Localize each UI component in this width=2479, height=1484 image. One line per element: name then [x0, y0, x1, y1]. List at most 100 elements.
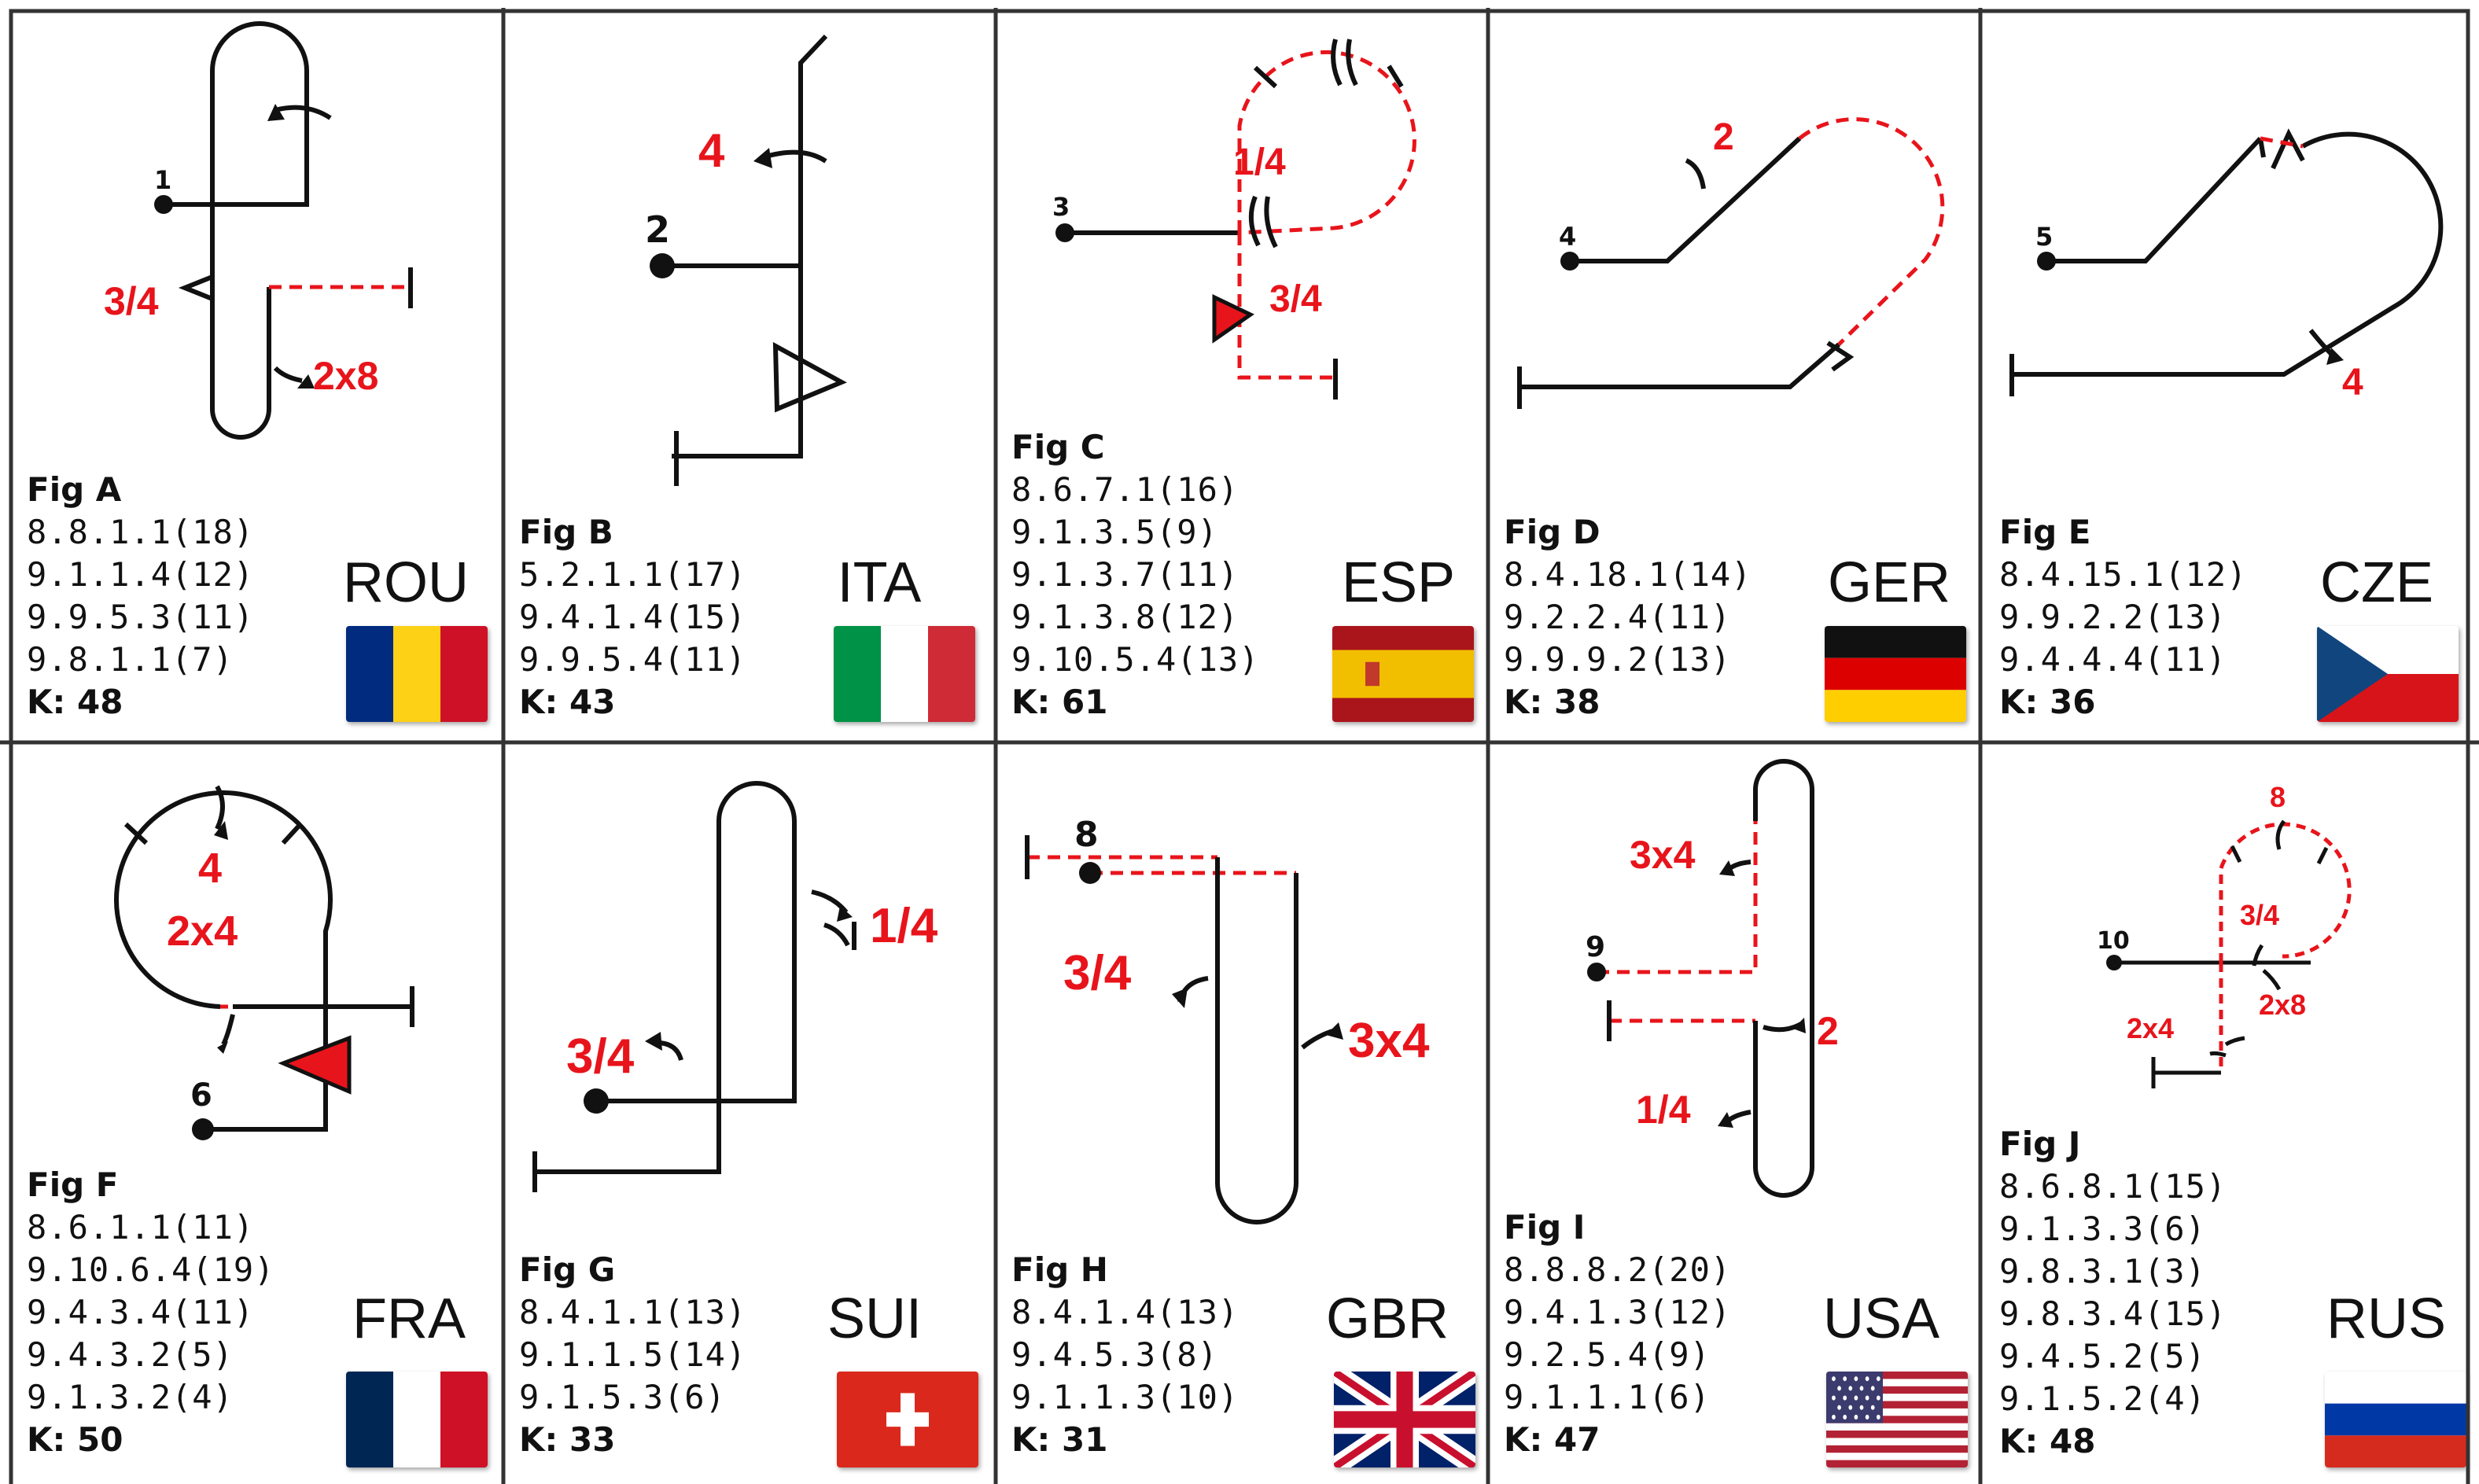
russia-flag	[2325, 1372, 2466, 1467]
figure-h-code-2: 9.4.5.3(8)	[1011, 1335, 1218, 1374]
figure-d-start-number: 4	[1559, 222, 1576, 252]
figure-i-title: Fig I	[1504, 1208, 1586, 1246]
figure-c-k-factor: K: 61	[1011, 683, 1108, 721]
figure-h-code-1: 8.4.1.4(13)	[1011, 1293, 1240, 1331]
figure-c-label-3-4: 3/4	[1269, 278, 1322, 320]
figure-a-code-3: 9.9.5.3(11)	[27, 598, 255, 636]
figure-g-code-3: 9.1.5.3(6)	[519, 1378, 726, 1416]
figure-g-k-factor: K: 33	[519, 1420, 616, 1459]
figure-i-code-1: 8.8.8.2(20)	[1504, 1250, 1732, 1289]
figure-j-k-factor: K: 48	[1999, 1422, 2096, 1460]
figure-j-label-2x4: 2x4	[2127, 1012, 2174, 1044]
switzerland-flag	[837, 1372, 978, 1467]
figure-f-code-3: 9.4.3.4(11)	[27, 1293, 255, 1331]
figure-i-info: Fig I 8.8.8.2(20) 9.4.1.3(12) 9.2.5.4(9)…	[1504, 1206, 1731, 1461]
romania-flag	[346, 626, 488, 722]
card-fig-g: 3/4 1/4 Fig G 8.4.1.1(13) 9.1.1.5(14) 9.…	[503, 742, 996, 1484]
figure-f-country: FRA	[352, 1287, 466, 1350]
figure-d-country: GER	[1827, 551, 1951, 614]
figure-d-k-factor: K: 38	[1504, 683, 1600, 721]
figure-e-k-factor: K: 36	[1999, 683, 2096, 721]
figure-a-title: Fig A	[27, 470, 122, 509]
figure-h-label-3x4: 3x4	[1348, 1014, 1430, 1068]
figure-j-label-3-4: 3/4	[2240, 899, 2279, 931]
germany-flag	[1825, 626, 1966, 722]
figure-c-start-number: 3	[1052, 192, 1070, 222]
figure-h-info: Fig H 8.4.1.4(13) 9.4.5.3(8) 9.1.1.3(10)…	[1011, 1249, 1239, 1461]
figure-i-code-4: 9.1.1.1(6)	[1504, 1378, 1711, 1416]
figure-c-info: Fig C 8.6.7.1(16) 9.1.3.5(9) 9.1.3.7(11)…	[1011, 426, 1259, 724]
figure-f-title: Fig F	[27, 1165, 119, 1204]
figure-c-title: Fig C	[1011, 428, 1105, 466]
figure-i-code-2: 9.4.1.3(12)	[1504, 1293, 1732, 1331]
figure-g-label-1-4: 1/4	[870, 899, 938, 953]
figure-a-label-2x8: 2x8	[313, 354, 378, 398]
figure-a-k-factor: K: 48	[27, 683, 123, 721]
figure-i-country: USA	[1822, 1287, 1940, 1350]
card-fig-c: 3 1/4 3/4 Fig C 8.6.7.1(16) 9.1.3.5(9) 9…	[996, 0, 1488, 742]
figure-c-code-4: 9.1.3.8(12)	[1011, 598, 1240, 636]
figure-c-code-3: 9.1.3.7(11)	[1011, 555, 1240, 594]
figure-d-code-1: 8.4.18.1(14)	[1504, 555, 1752, 594]
figure-f-code-1: 8.6.1.1(11)	[27, 1208, 255, 1246]
figure-b-start-number: 2	[645, 208, 670, 251]
figure-a-country: ROU	[343, 551, 469, 614]
figure-c-label-1-4: 1/4	[1233, 142, 1286, 183]
figure-c-code-1: 8.6.7.1(16)	[1011, 470, 1240, 509]
figure-j-code-4: 9.8.3.4(15)	[1999, 1294, 2227, 1333]
figure-f-code-2: 9.10.6.4(19)	[27, 1250, 275, 1289]
figure-j-label-2x8: 2x8	[2259, 989, 2306, 1021]
figure-g-info: Fig G 8.4.1.1(13) 9.1.1.5(14) 9.1.5.3(6)…	[519, 1249, 746, 1461]
figure-h-code-3: 9.1.1.3(10)	[1011, 1378, 1240, 1416]
figure-d-info: Fig D 8.4.18.1(14) 9.2.2.4(11) 9.9.9.2(1…	[1504, 511, 1752, 724]
figure-b-country: ITA	[837, 551, 922, 614]
figure-b-k-factor: K: 43	[519, 683, 616, 721]
figure-f-label-4: 4	[198, 845, 222, 892]
figure-i-start-number: 9	[1586, 931, 1605, 963]
figure-j-label-8: 8	[2270, 781, 2286, 813]
usa-flag	[1826, 1372, 1968, 1467]
figure-h-title: Fig H	[1011, 1250, 1108, 1289]
card-fig-d: 4 2 Fig D 8.4.18.1(14) 9.2.2.4(11) 9.9.9…	[1488, 0, 1980, 742]
figure-a-code-1: 8.8.1.1(18)	[27, 513, 255, 551]
figure-f-label-2x4: 2x4	[167, 908, 238, 955]
figure-e-info: Fig E 8.4.15.1(12) 9.9.2.2(13) 9.4.4.4(1…	[1999, 511, 2247, 724]
figure-d-label-2: 2	[1713, 116, 1734, 158]
figure-h-country: GBR	[1325, 1287, 1449, 1350]
figure-f-code-5: 9.1.3.2(4)	[27, 1378, 234, 1416]
figure-h-label-3-4: 3/4	[1063, 946, 1132, 1000]
figure-e-start-number: 5	[2035, 222, 2053, 252]
figure-j-code-3: 9.8.3.1(3)	[1999, 1252, 2206, 1291]
figure-a-code-2: 9.1.1.4(12)	[27, 555, 255, 594]
figure-b-label-4: 4	[698, 124, 725, 177]
card-fig-i: 9 3x4 2 1/4 Fig I 8.8.8.2(20) 9.4.1.3(12…	[1488, 742, 1980, 1484]
figure-g-code-1: 8.4.1.1(13)	[519, 1293, 747, 1331]
card-fig-b: 2 4 Fig B 5.2.1.1(17) 9.4.1.4(15) 9.9.5.…	[503, 0, 996, 742]
figure-e-code-2: 9.9.2.2(13)	[1999, 598, 2227, 636]
figure-j-code-2: 9.1.3.3(6)	[1999, 1210, 2206, 1248]
italy-flag	[834, 626, 975, 722]
figure-a-start-number: 1	[154, 165, 171, 195]
figure-j-code-6: 9.1.5.2(4)	[1999, 1379, 2206, 1418]
figure-f-info: Fig F 8.6.1.1(11) 9.10.6.4(19) 9.4.3.4(1…	[27, 1164, 274, 1461]
figure-i-code-3: 9.2.5.4(9)	[1504, 1335, 1711, 1374]
figure-i-label-1-4: 1/4	[1636, 1088, 1691, 1132]
czech-flag	[2317, 626, 2459, 722]
figure-j-code-5: 9.4.5.2(5)	[1999, 1337, 2206, 1375]
figure-a-code-4: 9.8.1.1(7)	[27, 640, 234, 679]
figure-d-code-2: 9.2.2.4(11)	[1504, 598, 1732, 636]
figure-e-code-1: 8.4.15.1(12)	[1999, 555, 2248, 594]
uk-flag	[1334, 1372, 1475, 1467]
card-fig-j: 10 8 3/4 2x8 2x4 Fig J 8.6.8.1(15) 9.1.3…	[1980, 742, 2479, 1484]
figure-g-country: SUI	[827, 1287, 923, 1350]
figure-h-start-number: 8	[1074, 815, 1099, 855]
figure-f-code-4: 9.4.3.2(5)	[27, 1335, 234, 1374]
figure-d-title: Fig D	[1504, 513, 1600, 551]
figure-g-title: Fig G	[519, 1250, 616, 1289]
figure-j-code-1: 8.6.8.1(15)	[1999, 1167, 2227, 1206]
figure-b-code-2: 9.4.1.4(15)	[519, 598, 747, 636]
figure-i-label-3x4: 3x4	[1630, 833, 1696, 877]
figure-h-k-factor: K: 31	[1011, 1420, 1108, 1459]
figure-j-title: Fig J	[1999, 1125, 2081, 1163]
